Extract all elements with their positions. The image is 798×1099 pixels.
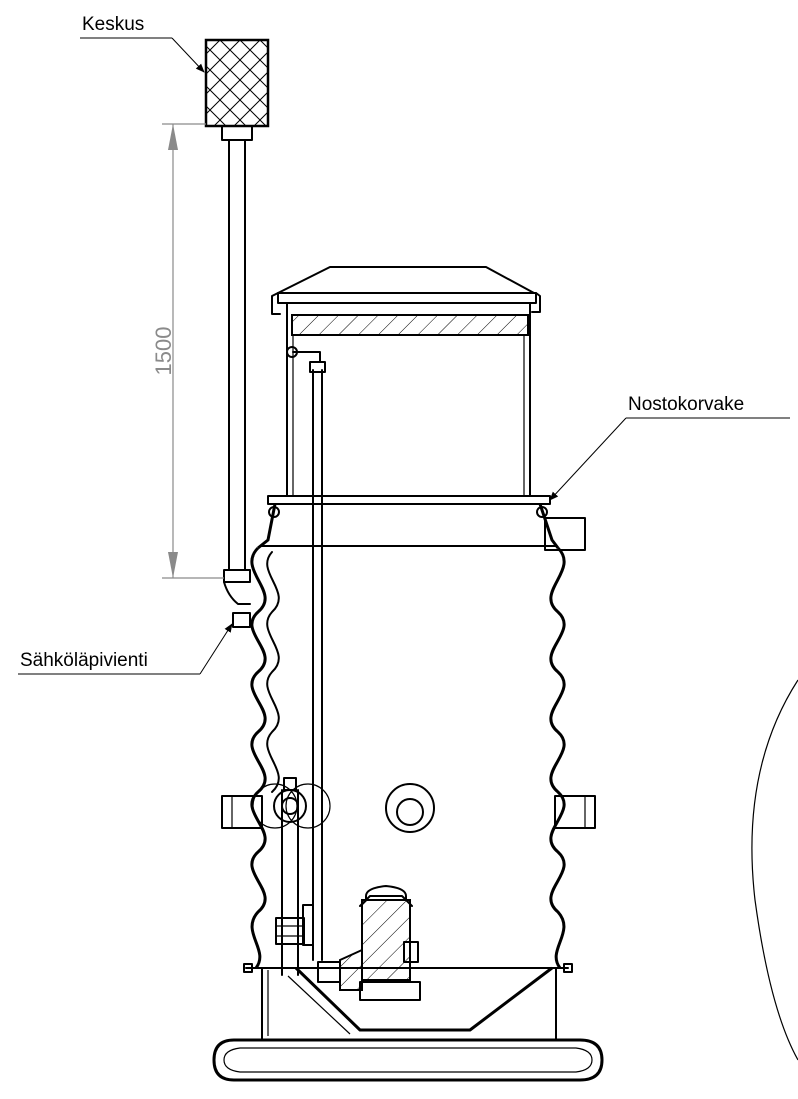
nostokorvake-label: Nostokorvake — [628, 394, 744, 415]
label-sahkolapivienti: Sähköläpivienti — [18, 623, 233, 675]
cable-conduit — [223, 139, 251, 628]
adjacent-view-arc — [751, 679, 798, 1061]
riser-pipe — [286, 346, 326, 961]
pump — [317, 885, 421, 1001]
inlet-right — [554, 795, 596, 829]
dimension-1500: 1500 — [151, 123, 224, 579]
corrugated-wall-right — [549, 546, 566, 969]
upper-shaft — [267, 302, 551, 505]
dimension-value: 1500 — [151, 327, 176, 376]
label-keskus: Keskus — [80, 14, 205, 73]
discharge-pipe-assembly — [252, 777, 331, 976]
corrugated-wall-left — [250, 546, 280, 969]
inlet-center — [385, 783, 435, 833]
manhole-lid — [271, 266, 541, 336]
inlet-left — [221, 795, 263, 829]
station-base — [212, 963, 604, 1082]
control-cabinet — [204, 38, 270, 141]
label-nostokorvake: Nostokorvake — [549, 394, 790, 501]
keskus-label: Keskus — [82, 14, 144, 35]
cone-section — [257, 503, 586, 551]
sahkolapivienti-label: Sähköläpivienti — [20, 650, 148, 671]
